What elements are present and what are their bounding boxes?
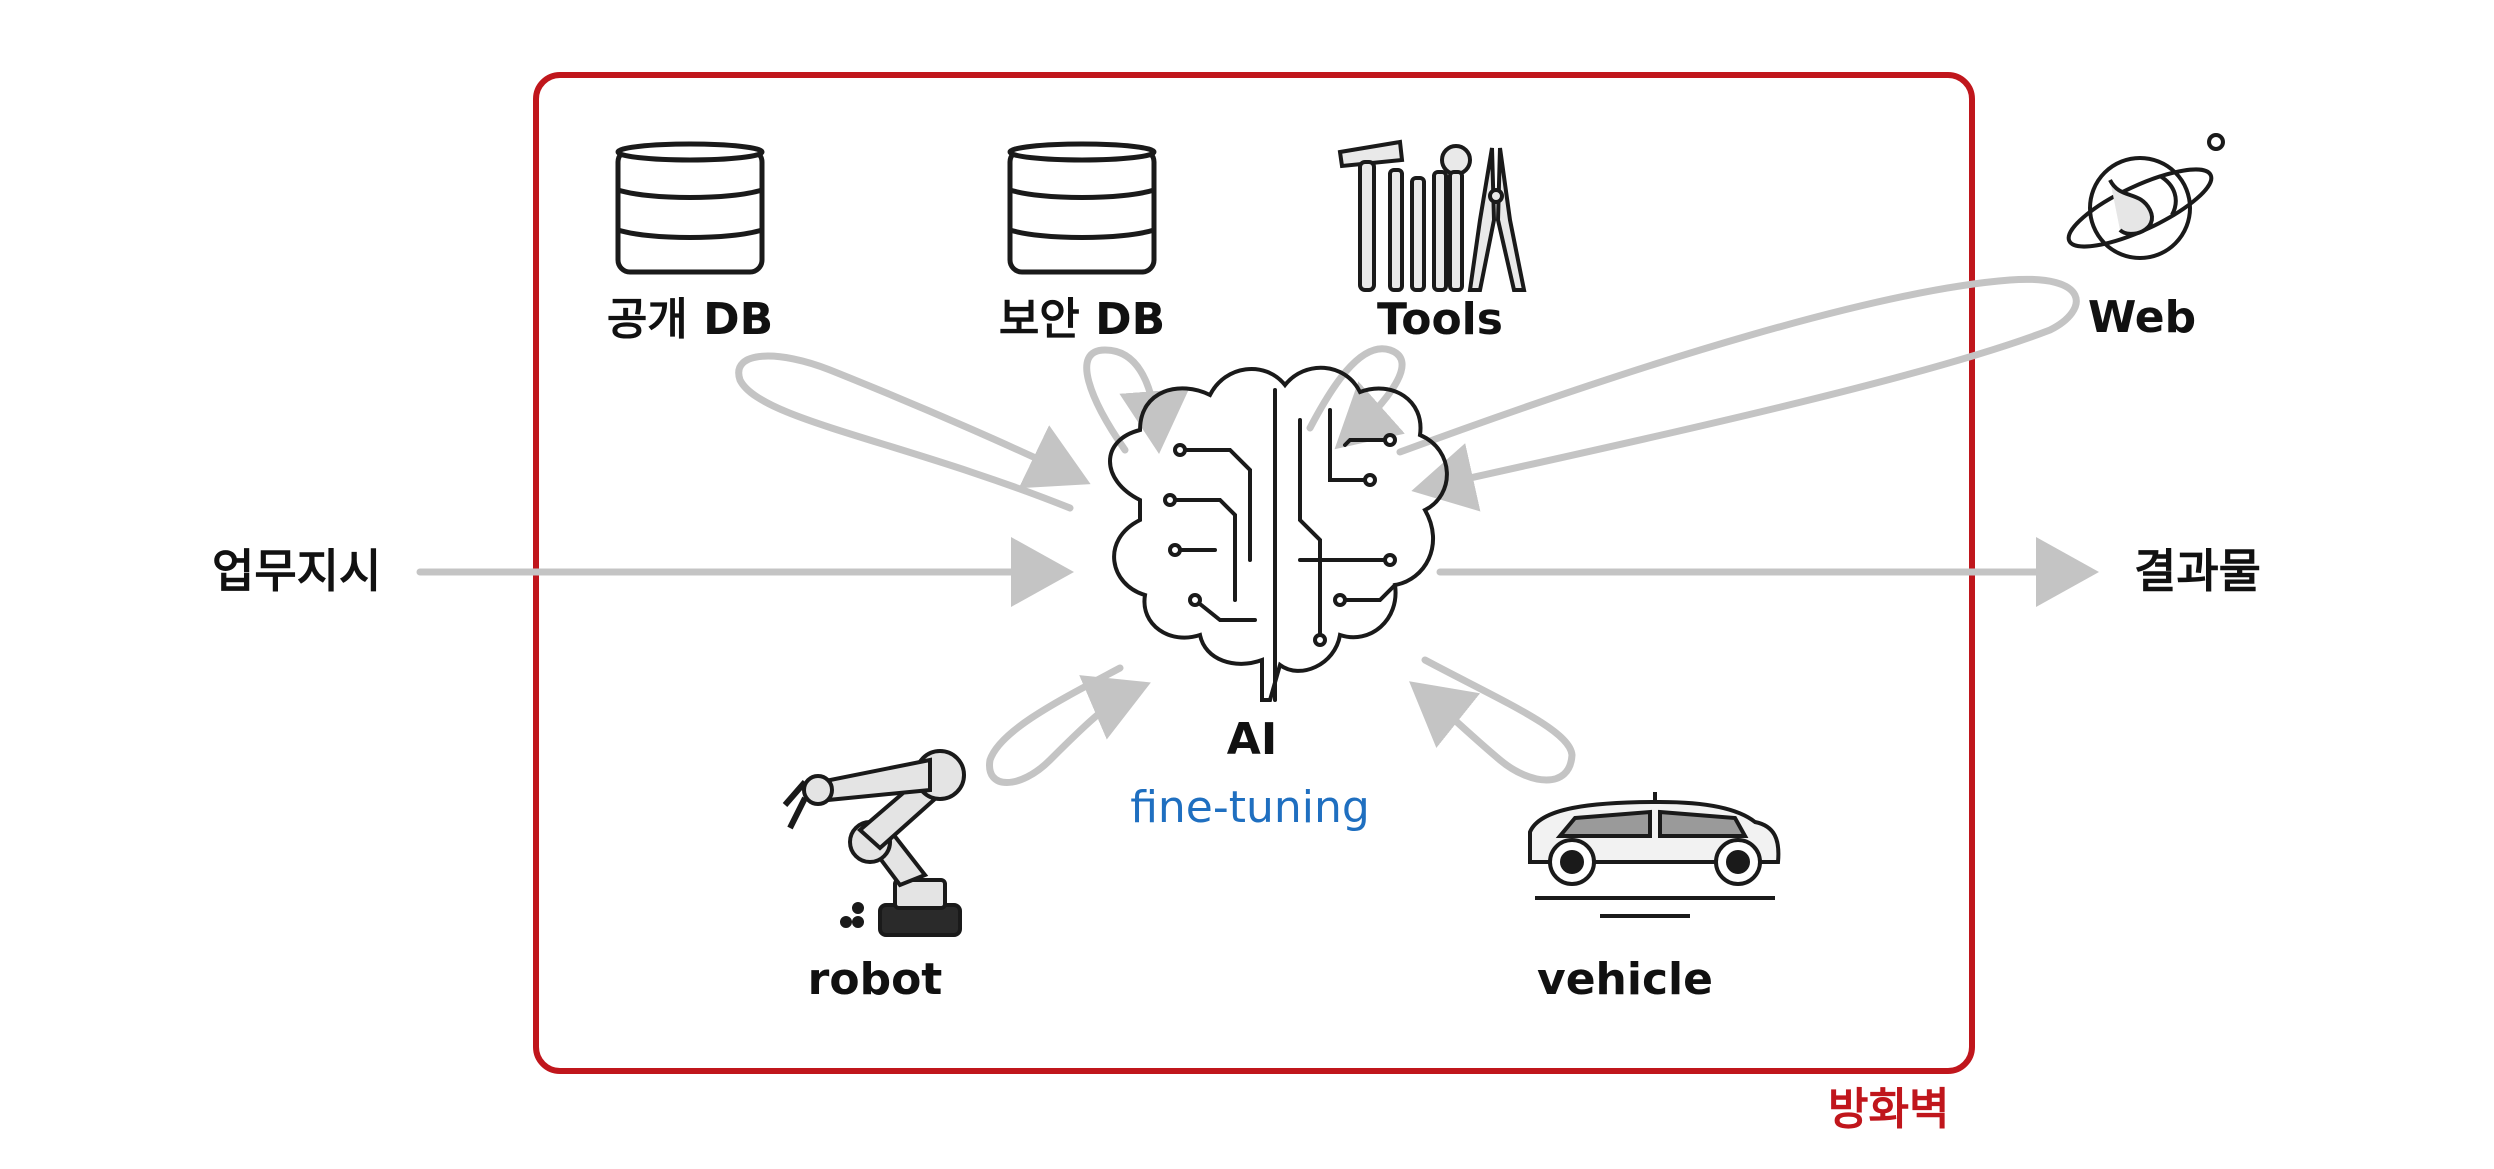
secure-db-label: 보안 DB: [998, 294, 1166, 345]
web-globe-icon: [2066, 133, 2225, 260]
robot-arm-icon: [782, 749, 966, 937]
input-label: 업무지시: [212, 544, 382, 598]
web-label: Web: [2087, 292, 2197, 343]
finetuning-label: fine-tuning: [1130, 782, 1370, 833]
vehicle-icon: [1528, 792, 1781, 918]
firewall-label: 방화벽: [1828, 1084, 1950, 1135]
public-db-label: 공개 DB: [606, 294, 774, 345]
robot-label: robot: [807, 954, 943, 1005]
connection-arrows: [416, 275, 2099, 786]
public-db-icon: [615, 141, 765, 275]
secure-db-icon: [1007, 141, 1157, 275]
ai-brain-icon: [1108, 365, 1449, 702]
vehicle-label: vehicle: [1537, 954, 1713, 1005]
arrow-web-loop: [1396, 275, 2080, 512]
arrow-vehicle-loop: [1409, 656, 1576, 784]
ai-label: AI: [1226, 714, 1278, 765]
arrow-robot-loop: [986, 664, 1151, 786]
arrow-secure-db-loop: [1083, 346, 1190, 454]
output-label: 결과물: [2134, 544, 2261, 598]
tools-label: Tools: [1377, 294, 1503, 345]
tools-icon: [1337, 139, 1527, 292]
arrow-public-db-loop: [735, 352, 1091, 512]
arrow-tools-loop: [1306, 345, 1406, 450]
